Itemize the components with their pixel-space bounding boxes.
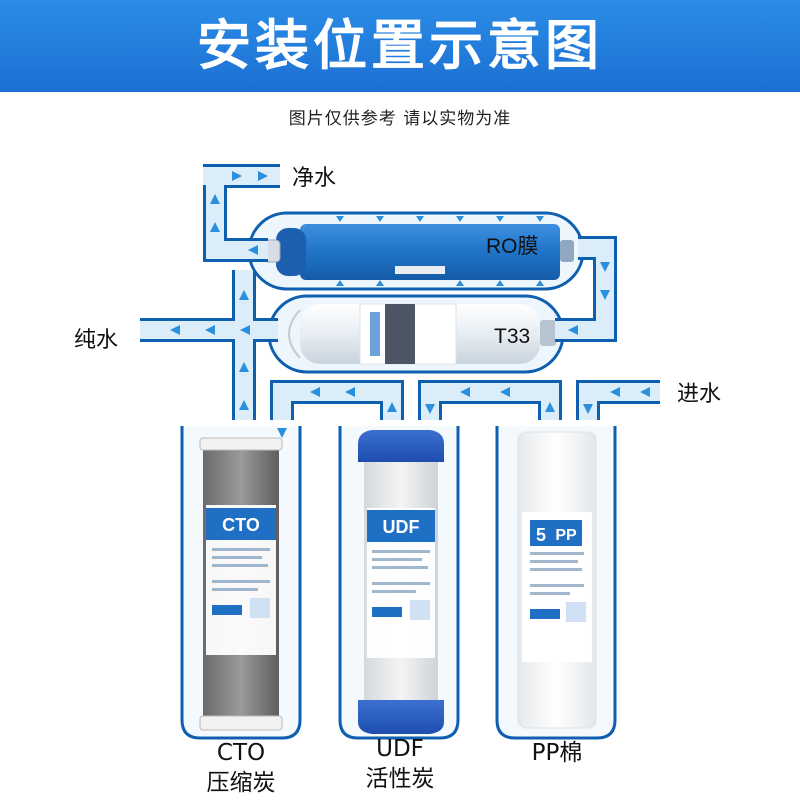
pure-water-top-label: 净水 — [292, 166, 337, 191]
arrow-down — [600, 262, 610, 272]
arrow-left — [460, 387, 470, 397]
pp-cartridge — [517, 431, 597, 729]
inlet-label: 进水 — [677, 382, 722, 407]
arrow-left — [240, 325, 250, 335]
arrow-left — [640, 387, 650, 397]
pp-badge: PP — [555, 527, 577, 544]
arrow-up — [545, 402, 555, 412]
title-banner — [0, 0, 800, 92]
pp-caption-line1: PP棉 — [531, 740, 583, 766]
arrow-left — [610, 387, 620, 397]
arrow-right — [258, 171, 268, 181]
arrow-up — [456, 280, 464, 286]
arrow-up — [387, 402, 397, 412]
arrow-left — [500, 387, 510, 397]
pp-badge-number: 5 — [536, 525, 546, 545]
cto-cartridge — [199, 437, 283, 731]
arrow-down — [336, 216, 344, 222]
arrow-left — [170, 325, 180, 335]
pp-caption: PP棉 — [497, 738, 617, 768]
cto-badge: CTO — [222, 515, 260, 535]
arrow-up — [376, 280, 384, 286]
arrow-down — [583, 404, 593, 414]
arrow-down — [376, 216, 384, 222]
arrow-left — [568, 325, 578, 335]
ro-label: RO膜 — [486, 235, 539, 258]
pure-water-left-label: 纯水 — [74, 328, 119, 353]
udf-caption: UDF 活性炭 — [340, 734, 460, 794]
disclaimer-text: 图片仅供参考 请以实物为准 — [288, 109, 512, 129]
arrow-down — [425, 404, 435, 414]
arrow-right — [232, 171, 242, 181]
arrow-up — [239, 362, 249, 372]
flow-arrows — [170, 171, 650, 438]
cto-caption-line1: CTO — [216, 740, 266, 766]
arrow-left — [345, 387, 355, 397]
arrow-left — [205, 325, 215, 335]
udf-caption-line1: UDF — [376, 736, 424, 762]
cto-caption-line2: 压缩炭 — [206, 770, 276, 796]
arrow-down — [277, 428, 287, 438]
arrow-left — [310, 387, 320, 397]
arrow-down — [600, 290, 610, 300]
page-title: 安装位置示意图 — [197, 14, 603, 77]
t33-housing — [267, 294, 565, 374]
arrow-up — [239, 290, 249, 300]
arrow-up — [210, 194, 220, 204]
udf-cartridge — [358, 430, 444, 734]
arrow-down — [416, 216, 424, 222]
arrow-down — [496, 216, 504, 222]
udf-badge: UDF — [383, 517, 420, 537]
arrow-down — [456, 216, 464, 222]
arrow-up — [496, 280, 504, 286]
t33-label: T33 — [494, 325, 530, 348]
arrow-left — [248, 245, 258, 255]
udf-caption-line2: 活性炭 — [365, 766, 435, 792]
arrow-up — [210, 222, 220, 232]
arrow-up — [239, 400, 249, 410]
ro-membrane-housing — [247, 211, 585, 291]
arrow-up — [336, 280, 344, 286]
arrow-up — [536, 280, 544, 286]
arrow-down — [536, 216, 544, 222]
cto-caption: CTO 压缩炭 — [181, 738, 301, 798]
